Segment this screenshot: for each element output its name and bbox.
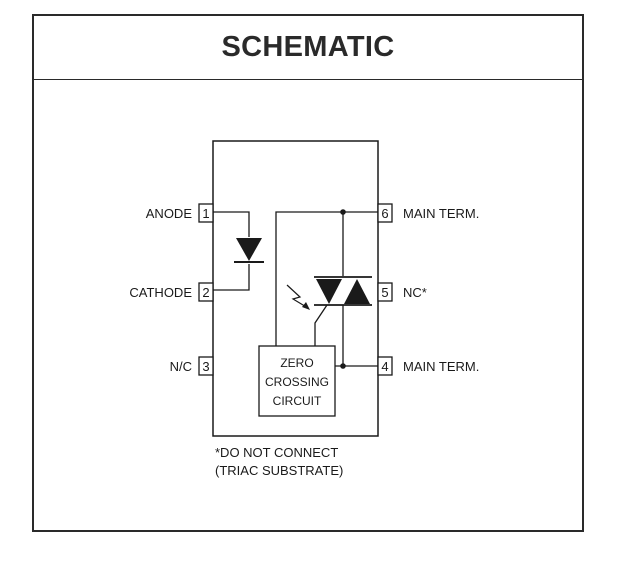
triac-gate-lead: [314, 304, 328, 346]
pin-5-number: 5: [381, 285, 388, 300]
zero-crossing-line-2: CROSSING: [265, 375, 329, 389]
pin-4-number: 4: [381, 359, 388, 374]
anode-wire: [213, 211, 250, 237]
pin-1-box: [198, 203, 214, 223]
title-bar: SCHEMATIC: [34, 16, 582, 80]
pin-2-number: 2: [202, 285, 209, 300]
footnote-line-1: *DO NOT CONNECT: [215, 445, 338, 460]
triac-down-triangle: [316, 279, 342, 304]
pin-5-box: [377, 282, 393, 302]
pin-2-label: CATHODE: [129, 285, 192, 300]
pin-1-number: 1: [202, 206, 209, 221]
triac-up-triangle: [344, 279, 370, 304]
schematic-frame: SCHEMATIC: [32, 14, 584, 532]
pin-3-box: [198, 356, 214, 376]
pin-6-box: [377, 203, 393, 223]
pin-6-number: 6: [381, 206, 388, 221]
light-arrow-icon: [286, 284, 310, 310]
zero-crossing-line-3: CIRCUIT: [273, 394, 322, 408]
cathode-wire: [213, 264, 250, 291]
led-diode-symbol: [236, 238, 262, 261]
pin-3-label: N/C: [170, 359, 192, 374]
page-title: SCHEMATIC: [221, 31, 395, 63]
zero-crossing-line-1: ZERO: [280, 356, 313, 370]
pin-3-number: 3: [202, 359, 209, 374]
zero-crossing-circuit-box: [258, 345, 336, 417]
pin-6-label: MAIN TERM.: [403, 206, 479, 221]
pin-5-label: NC*: [403, 285, 427, 300]
junction-dot-bottom: [340, 363, 346, 369]
footnote-line-2: (TRIAC SUBSTRATE): [215, 463, 343, 478]
pin-1-label: ANODE: [146, 206, 193, 221]
pin-4-label: MAIN TERM.: [403, 359, 479, 374]
pin-2-box: [198, 282, 214, 302]
